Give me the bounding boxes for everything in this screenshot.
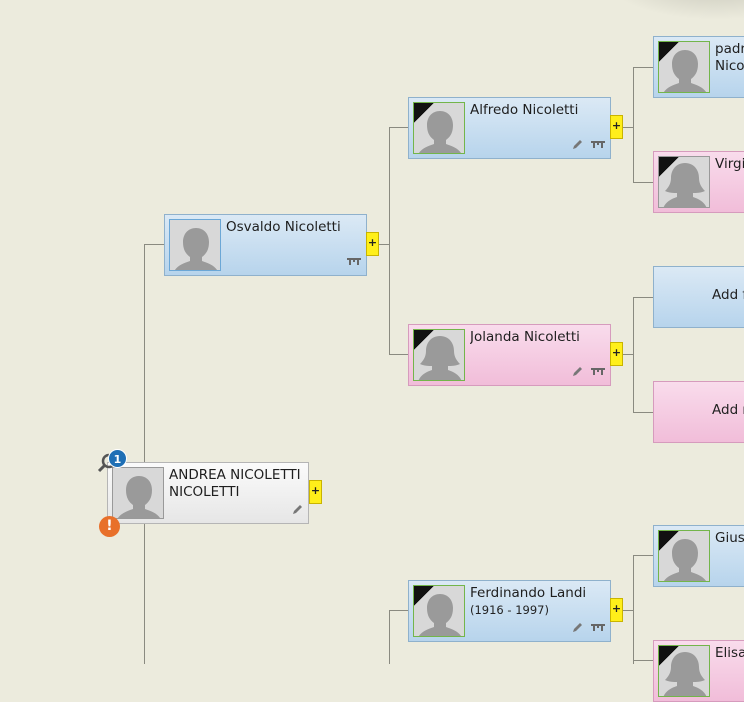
great-grandparent-card-2[interactable]: Virgi: [653, 151, 744, 213]
paternal-grandfather-name: Alfredo Nicoletti: [470, 102, 579, 118]
paternal-grandmother-name: Jolanda Nicoletti: [470, 329, 580, 345]
maternal-grandfather-name: Ferdinando Landi: [470, 585, 587, 601]
connector-alfredo-out: [623, 127, 633, 128]
connector-jolanda-out: [623, 354, 633, 355]
pencil-icon[interactable]: [292, 503, 304, 519]
silhouette-icon: [174, 228, 218, 270]
paternal-grandmother-photo: [413, 329, 465, 381]
connector-gen3a-vertical: [633, 67, 634, 182]
silhouette-icon: [117, 476, 161, 518]
maternal-grandfather-card[interactable]: Ferdinando Landi (1916 - 1997): [408, 580, 611, 642]
mourning-ribbon-icon: [414, 586, 440, 612]
pencil-icon[interactable]: [572, 138, 584, 154]
connector-gen3c-vertical: [633, 555, 634, 664]
maternal-grandfather-photo: [413, 585, 465, 637]
great-grandparent-photo-5: [658, 530, 710, 582]
root-person-name: ANDREA NICOLETTI NICOLETTI: [169, 467, 301, 500]
root-person-card[interactable]: ANDREA NICOLETTI NICOLETTI: [107, 462, 309, 524]
great-grandparent-photo-1: [658, 41, 710, 93]
great-grandparent-photo-2: [658, 156, 710, 208]
mourning-ribbon-icon: [414, 103, 440, 129]
great-grandparent-card-6[interactable]: Elisa: [653, 640, 744, 702]
connector-to-father: [144, 244, 164, 245]
add-father-card[interactable]: Add f: [653, 266, 744, 328]
great-grandparent-name-1: padr Nicol: [715, 41, 744, 74]
father-name: Osvaldo Nicoletti: [226, 219, 341, 235]
expand-root-button[interactable]: +: [309, 480, 322, 504]
expand-father-button[interactable]: +: [366, 232, 379, 256]
connector-gen3b-vertical: [633, 297, 634, 412]
mourning-ribbon-icon: [659, 42, 685, 68]
connector-to-alfredo: [389, 127, 409, 128]
great-grandparent-card-5[interactable]: Giuse: [653, 525, 744, 587]
mourning-ribbon-icon: [659, 646, 685, 672]
paternal-grandmother-card[interactable]: Jolanda Nicoletti: [408, 324, 611, 386]
expand-paternal-grandmother-button[interactable]: +: [610, 342, 623, 366]
connector-to-item1: [633, 67, 653, 68]
connector-to-item2: [633, 182, 653, 183]
connector-to-item6: [633, 660, 653, 661]
great-grandparent-photo-6: [658, 645, 710, 697]
great-grandparent-name-6: Elisa: [715, 645, 744, 661]
connector-gen2-vertical: [389, 127, 390, 354]
add-mother-label: Add r: [712, 402, 744, 418]
tree-icon[interactable]: [590, 139, 606, 154]
connector-to-jolanda: [389, 354, 409, 355]
mourning-ribbon-icon: [659, 531, 685, 557]
connector-root-vertical: [144, 244, 145, 664]
root-person-photo: [112, 467, 164, 519]
maternal-grandfather-dates: (1916 - 1997): [470, 603, 549, 617]
connector-father-out: [379, 244, 389, 245]
paternal-grandfather-card[interactable]: Alfredo Nicoletti: [408, 97, 611, 159]
window-shadow: [604, 0, 744, 20]
pencil-icon[interactable]: [572, 621, 584, 637]
tree-icon[interactable]: [590, 622, 606, 637]
great-grandparent-name-5: Giuse: [715, 530, 744, 546]
father-photo: [169, 219, 221, 271]
mourning-ribbon-icon: [659, 157, 685, 183]
connector-gen2b-vertical: [389, 610, 390, 664]
connector-to-add-mother: [633, 412, 653, 413]
add-mother-card[interactable]: Add r: [653, 381, 744, 443]
great-grandparent-name-2: Virgi: [715, 156, 744, 172]
connector-to-add-father: [633, 297, 653, 298]
search-count-badge[interactable]: 1: [108, 449, 127, 468]
expand-maternal-grandfather-button[interactable]: +: [610, 598, 623, 622]
warning-icon[interactable]: !: [99, 516, 120, 537]
pencil-icon[interactable]: [572, 365, 584, 381]
paternal-grandfather-photo: [413, 102, 465, 154]
connector-ferdinando-out: [623, 610, 633, 611]
expand-paternal-grandfather-button[interactable]: +: [610, 115, 623, 139]
mourning-ribbon-icon: [414, 330, 440, 356]
add-father-label: Add f: [712, 287, 744, 303]
great-grandparent-card-1[interactable]: padr Nicol: [653, 36, 744, 98]
father-card[interactable]: Osvaldo Nicoletti: [164, 214, 367, 276]
tree-icon[interactable]: [346, 256, 362, 271]
tree-icon[interactable]: [590, 366, 606, 381]
connector-to-item5: [633, 555, 653, 556]
connector-to-ferdinando: [389, 610, 409, 611]
